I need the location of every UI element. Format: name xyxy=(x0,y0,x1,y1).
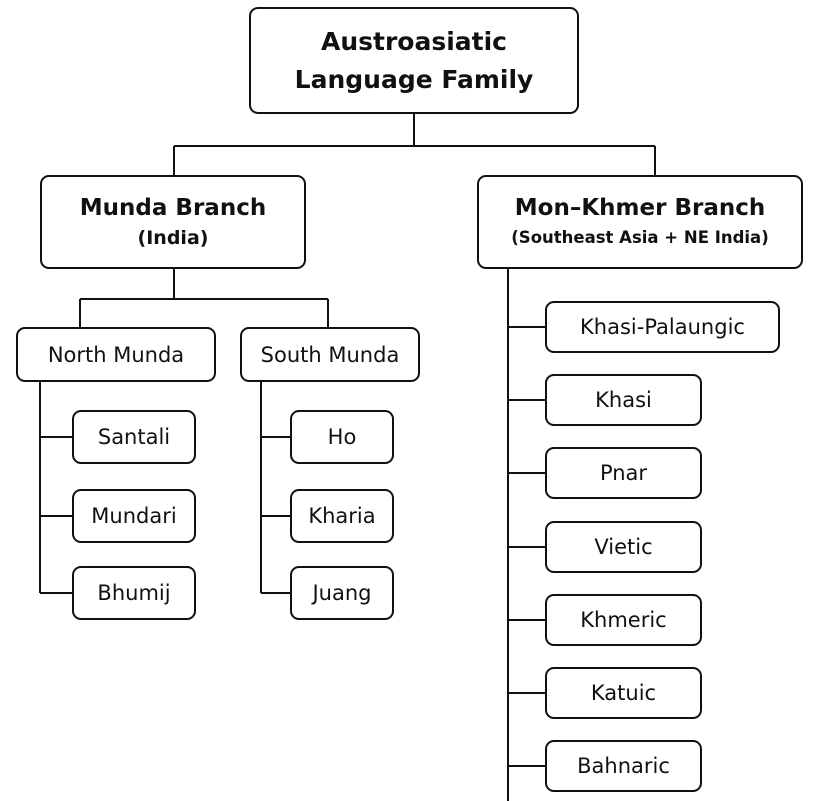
monkhmer-language-node: Bahnaric xyxy=(545,740,702,792)
language-label: Vietic xyxy=(594,535,653,559)
monkhmer-language-node: Khasi xyxy=(545,374,702,426)
monkhmer-language-node: Vietic xyxy=(545,521,702,573)
language-label: Bahnaric xyxy=(577,754,670,778)
south-munda-label: South Munda xyxy=(260,342,400,367)
south-munda-language-node: Ho xyxy=(290,410,394,464)
language-label: Juang xyxy=(312,581,372,605)
root-title-line1: Austroasiatic xyxy=(320,26,507,56)
north-munda-language-node: Santali xyxy=(72,410,196,464)
north-munda-node: North Munda xyxy=(16,327,216,382)
monkhmer-language-node: Katuic xyxy=(545,667,702,719)
root-title-line2: Language Family xyxy=(294,64,534,94)
south-munda-language-node: Kharia xyxy=(290,489,394,543)
munda-branch-node: Munda Branch (India) xyxy=(40,175,306,269)
language-label: Bhumij xyxy=(97,581,171,605)
language-label: Kharia xyxy=(308,504,376,528)
language-label: Khasi-Palaungic xyxy=(580,315,745,339)
munda-branch-title: Munda Branch xyxy=(79,195,267,221)
monkhmer-language-node: Khasi-Palaungic xyxy=(545,301,780,353)
north-munda-language-node: Bhumij xyxy=(72,566,196,620)
language-label: Pnar xyxy=(599,461,648,485)
south-munda-node: South Munda xyxy=(240,327,420,382)
language-label: Mundari xyxy=(91,504,177,528)
munda-branch-subtitle: (India) xyxy=(137,227,209,249)
monkhmer-branch-subtitle: (Southeast Asia + NE India) xyxy=(511,228,769,247)
monkhmer-branch-node: Mon–Khmer Branch (Southeast Asia + NE In… xyxy=(477,175,803,269)
monkhmer-language-node: Khmeric xyxy=(545,594,702,646)
language-label: Katuic xyxy=(590,681,657,705)
language-label: Khasi xyxy=(595,388,652,412)
language-label: Khmeric xyxy=(580,608,667,632)
language-label: Ho xyxy=(327,425,357,449)
south-munda-language-node: Juang xyxy=(290,566,394,620)
language-label: Santali xyxy=(97,425,171,449)
monkhmer-branch-title: Mon–Khmer Branch xyxy=(514,195,766,221)
north-munda-label: North Munda xyxy=(47,342,185,367)
monkhmer-language-node: Pnar xyxy=(545,447,702,499)
root-node: Austroasiatic Language Family xyxy=(249,7,579,114)
north-munda-language-node: Mundari xyxy=(72,489,196,543)
